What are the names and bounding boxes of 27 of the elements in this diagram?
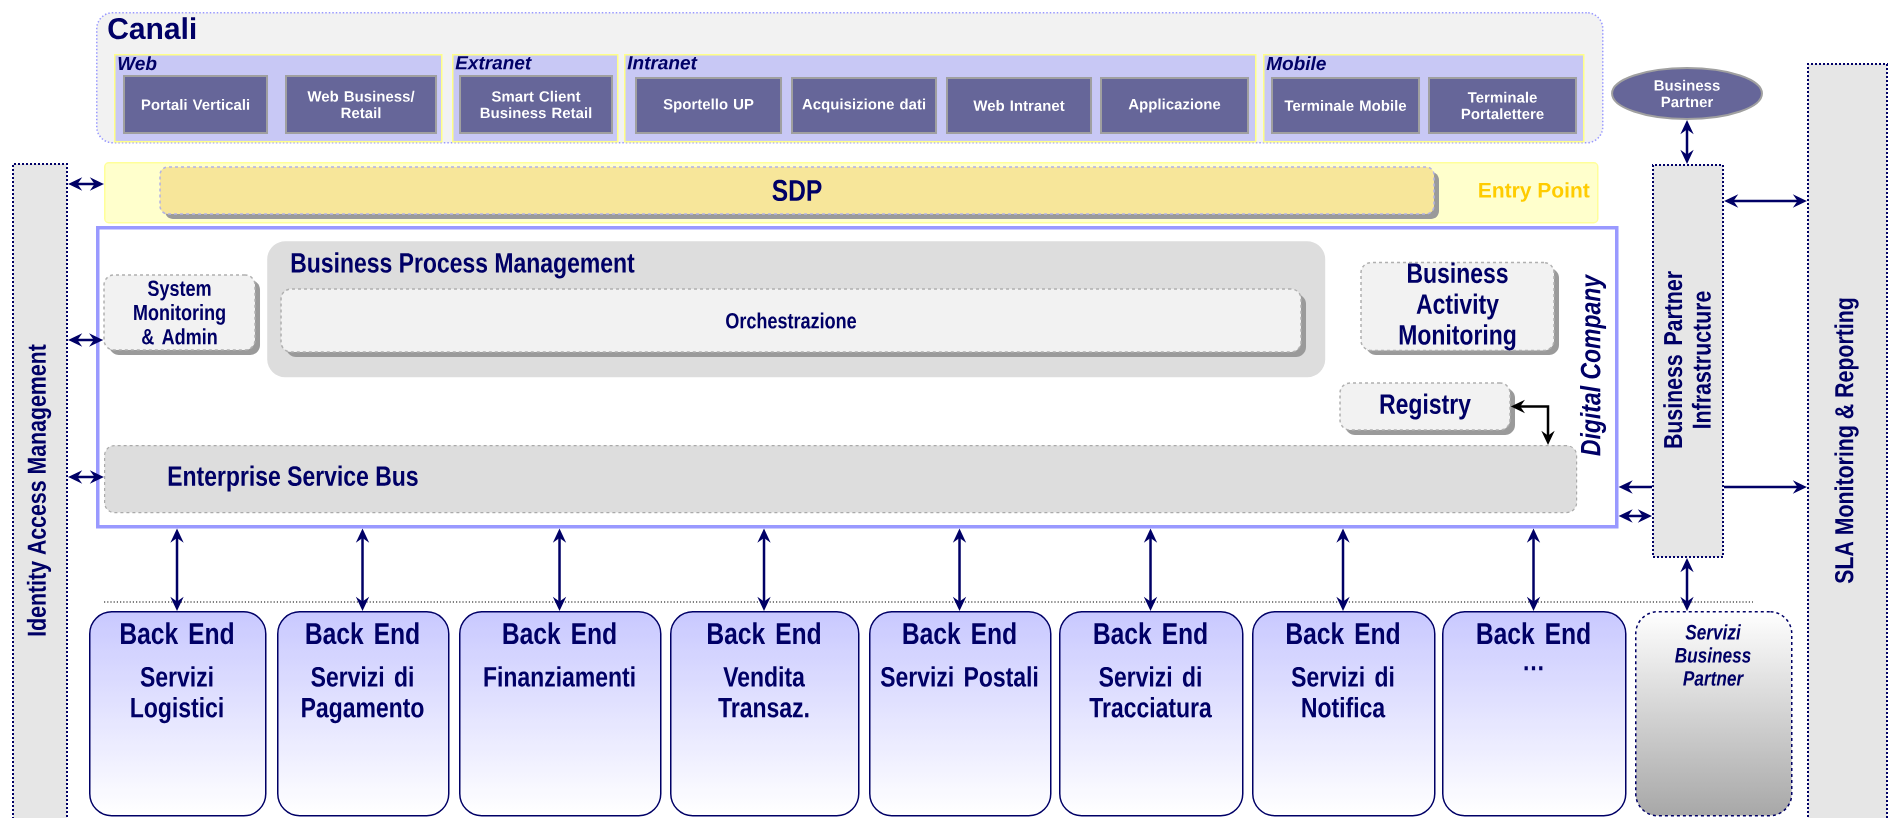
component-box: Registry (1339, 382, 1515, 435)
channel-box: Web Business/ Retail (285, 75, 437, 134)
channel-box: Smart Client Business Retail (459, 75, 613, 134)
channel-box: Acquisizione dati (791, 77, 937, 134)
back-end-box: Back End Servizi Logistici (89, 611, 267, 817)
back-end-box: Back End Finanziamenti (459, 611, 662, 817)
back-end-box: Back End Servizi di Pagamento (277, 611, 450, 817)
back-end-box: Back End Servizi di Tracciatura (1059, 611, 1244, 817)
back-end-box: Back End Servizi Postali (869, 611, 1052, 817)
back-end-box: Back End Servizi di Notifica (1252, 611, 1436, 817)
sdp-bar: SDP (159, 166, 1439, 219)
service-bus-bar: Enterprise Service Bus (104, 445, 1578, 514)
channel-box: Terminale Mobile (1271, 77, 1420, 134)
channel-box: Terminale Portalettere (1428, 77, 1577, 134)
component-box: Business Activity Monitoring (1360, 261, 1559, 355)
channel-box: Applicazione (1100, 77, 1249, 134)
vertical-band: Identity Access Management (12, 163, 68, 818)
back-end-box: Back End … (1442, 611, 1627, 817)
component-box: System Monitoring & Admin (103, 274, 260, 355)
vertical-band: SLA Monitoring & Reporting (1807, 63, 1888, 818)
back-end-box: Back End Vendita Transaz. (670, 611, 860, 817)
partner-services-box: Servizi Business Partner (1635, 611, 1793, 817)
channel-box: Sportello UP (635, 77, 782, 134)
vertical-band: Business Partner Infrastructure (1652, 164, 1724, 558)
channel-box: Web Intranet (946, 77, 1092, 134)
channel-box: Portali Verticali (123, 75, 268, 134)
orchestration-box: Orchestrazione (280, 288, 1306, 357)
